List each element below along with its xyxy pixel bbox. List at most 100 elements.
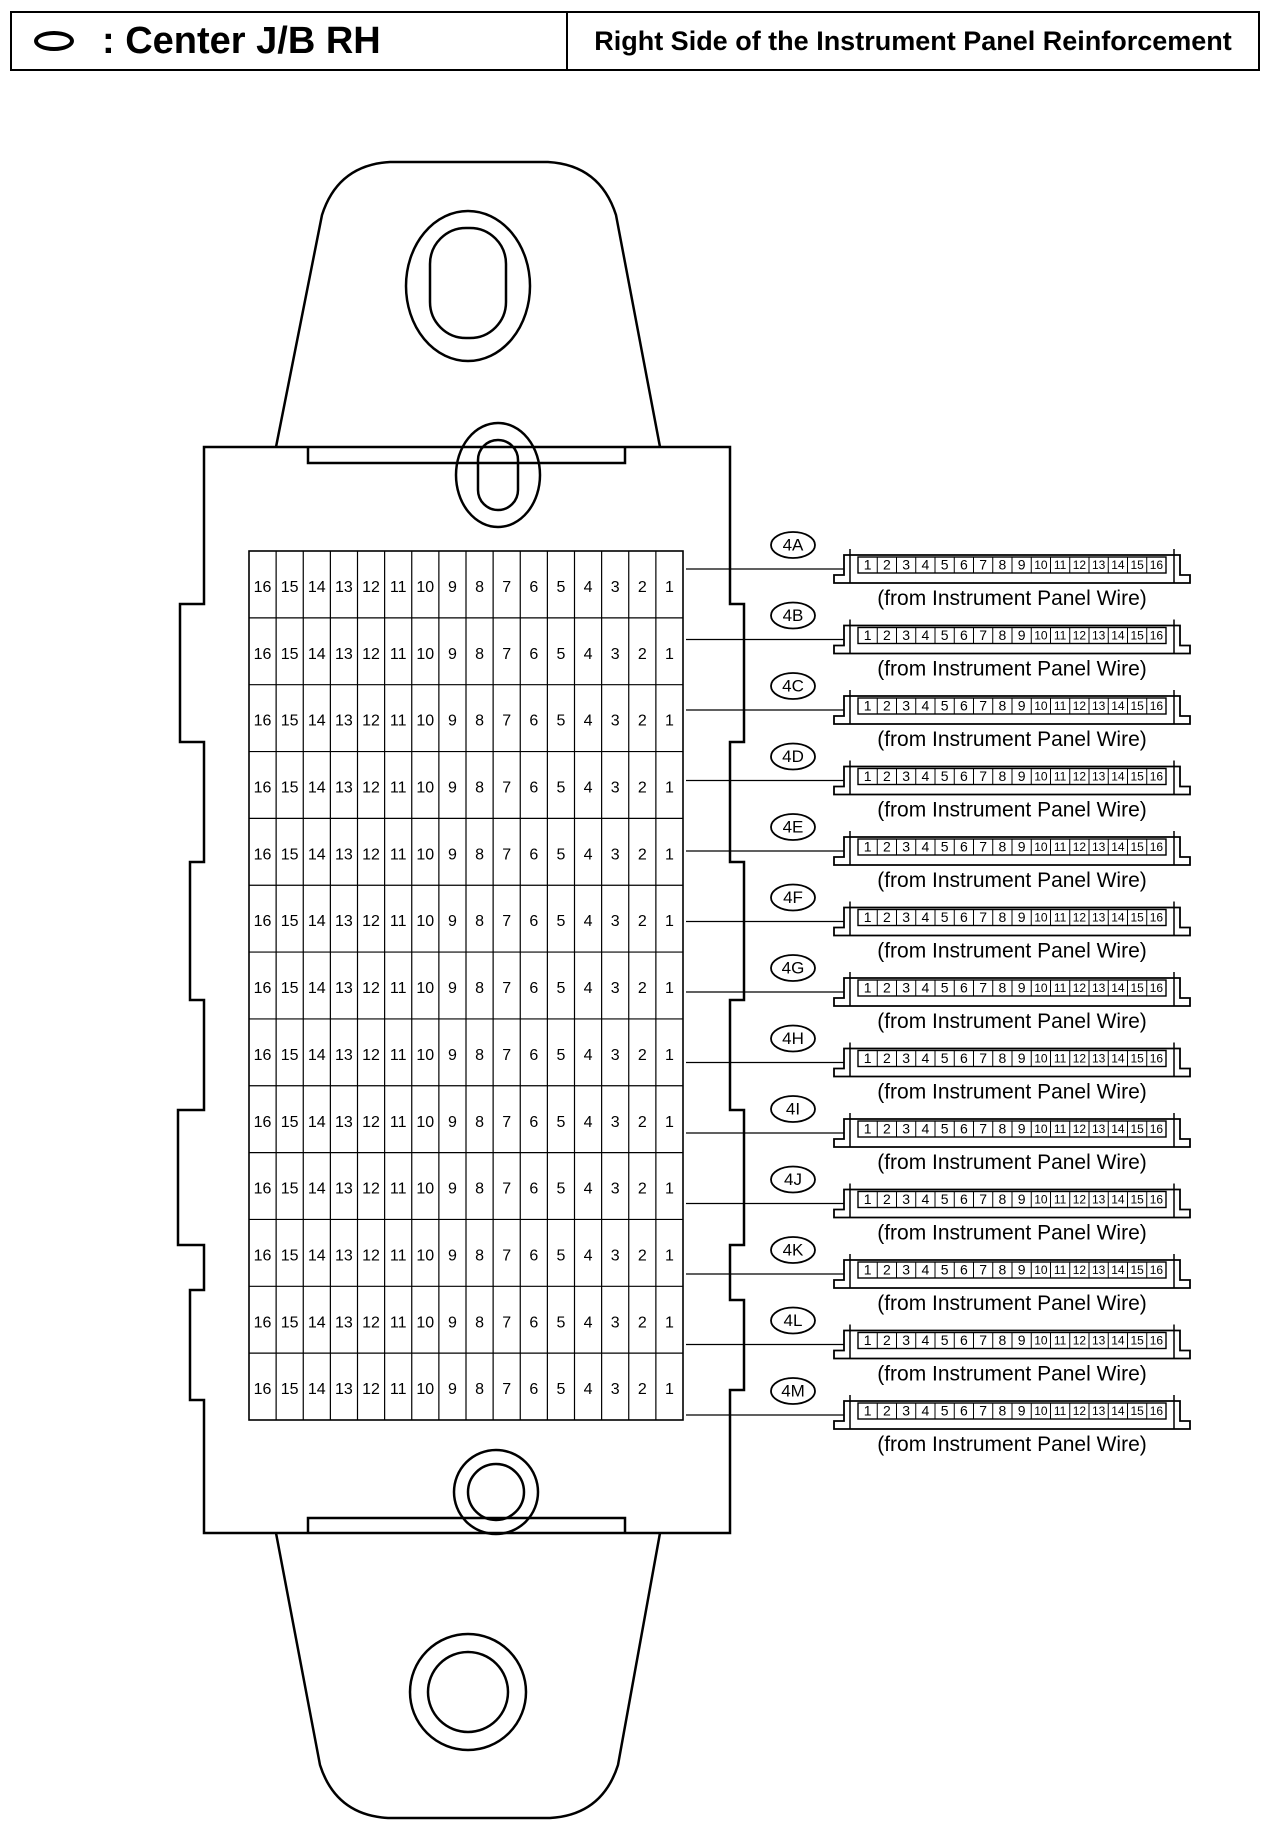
connector-pin-number: 2: [883, 980, 891, 996]
connector-source-note: (from Instrument Panel Wire): [877, 728, 1147, 751]
grid-pin-number: 8: [475, 1247, 484, 1264]
grid-pin-number: 16: [254, 713, 272, 730]
connector-pin-number: 9: [1018, 557, 1026, 573]
connector-pin-number: 4: [921, 1262, 929, 1278]
grid-pin-number: 6: [529, 1247, 538, 1264]
connector-pin-number: 8: [998, 1262, 1006, 1278]
grid-pin-number: 10: [416, 1114, 434, 1131]
connector-pin-number: 10: [1034, 629, 1048, 643]
connector-pin-number: 15: [1130, 558, 1144, 572]
connector-pin-number: 2: [883, 1262, 891, 1278]
connector-pin-number: 12: [1073, 1334, 1087, 1348]
connector-pin-number: 1: [864, 698, 872, 714]
connector-code-oval: [770, 1024, 816, 1053]
connector-pin-number: 15: [1130, 1193, 1144, 1207]
grid-pin-number: 12: [362, 1114, 380, 1131]
connector-pin-number: 9: [1018, 1332, 1026, 1348]
connector-pin-number: 16: [1150, 770, 1164, 784]
grid-pin-number: 13: [335, 913, 353, 930]
grid-pin-number: 11: [390, 1047, 407, 1064]
connector-pin-number: 8: [998, 980, 1006, 996]
connector-source-note: (from Instrument Panel Wire): [877, 1010, 1147, 1033]
connector-pin-number: 1: [864, 627, 872, 643]
connector-pin-number: 16: [1150, 1263, 1164, 1277]
connector-code-oval: [770, 742, 816, 771]
grid-pin-number: 9: [448, 1114, 457, 1131]
connector-pin-number: 11: [1054, 1052, 1067, 1066]
grid-pin-number: 7: [502, 1381, 511, 1398]
connector-pin-number: 2: [883, 557, 891, 573]
connector-pin-number: 9: [1018, 839, 1026, 855]
connector-pin-number: 11: [1054, 1404, 1067, 1418]
grid-pin-number: 8: [475, 846, 484, 863]
grid-pin-number: 16: [254, 980, 272, 997]
connector-pin-number: 11: [1054, 840, 1067, 854]
connector-pin-number: 7: [979, 1262, 987, 1278]
grid-pin-number: 16: [254, 1247, 272, 1264]
connector-pin-number: 14: [1111, 911, 1125, 925]
connector-pin-number: 1: [864, 557, 872, 573]
connector-pin-number: 15: [1130, 629, 1144, 643]
grid-pin-number: 12: [362, 1314, 380, 1331]
connector-pin-number: 11: [1054, 770, 1067, 784]
grid-pin-number: 15: [281, 1381, 299, 1398]
grid-pin-number: 3: [611, 1114, 620, 1131]
connector-pin-number: 6: [960, 1121, 968, 1137]
grid-pin-number: 11: [390, 1381, 407, 1398]
grid-pin-number: 9: [448, 1181, 457, 1198]
connector-code-oval: [770, 531, 816, 559]
connector-pin-number: 8: [998, 1121, 1006, 1137]
connector-code-oval: [770, 954, 816, 982]
grid-pin-number: 6: [529, 646, 538, 663]
grid-pin-number: 15: [281, 1247, 299, 1264]
grid-pin-number: 13: [335, 780, 353, 797]
grid-pin-number: 14: [308, 913, 326, 930]
grid-pin-number: 10: [416, 1381, 434, 1398]
grid-pin-number: 16: [254, 1114, 272, 1131]
connector-pin-number: 14: [1111, 1263, 1125, 1277]
connector-code-oval: [770, 1095, 816, 1123]
connector-pin-number: 4: [921, 839, 929, 855]
connector-pin-number: 1: [864, 1332, 872, 1348]
connector-pin-number: 11: [1054, 1263, 1067, 1277]
grid-pin-number: 10: [416, 780, 434, 797]
connector-pin-number: 13: [1092, 1404, 1106, 1418]
connector-pin-number: 14: [1111, 699, 1125, 713]
grid-pin-number: 12: [362, 1047, 380, 1064]
connector-pin-number: 4: [921, 909, 929, 925]
connector-pin-number: 16: [1150, 558, 1164, 572]
grid-pin-number: 5: [556, 1047, 565, 1064]
connector-pin-number: 13: [1092, 1193, 1106, 1207]
grid-pin-number: 13: [335, 713, 353, 730]
grid-pin-number: 16: [254, 913, 272, 930]
grid-pin-number: 3: [611, 980, 620, 997]
connector-pin-number: 9: [1018, 909, 1026, 925]
connector-pin-number: 13: [1092, 981, 1106, 995]
grid-pin-number: 8: [475, 913, 484, 930]
grid-pin-number: 10: [416, 980, 434, 997]
grid-pin-number: 12: [362, 846, 380, 863]
top-mount-slot: [428, 226, 508, 340]
connector-pin-number: 6: [960, 557, 968, 573]
grid-pin-number: 5: [556, 1314, 565, 1331]
connector-pin-number: 1: [864, 1050, 872, 1066]
connector-pin-number: 5: [941, 839, 949, 855]
connector-pin-number: 9: [1018, 1262, 1026, 1278]
grid-pin-number: 9: [448, 1047, 457, 1064]
grid-pin-number: 14: [308, 713, 326, 730]
connector-pin-number: 9: [1018, 980, 1026, 996]
grid-pin-number: 14: [308, 1047, 326, 1064]
connector-pin-number: 14: [1111, 1052, 1125, 1066]
connector-pin-number: 7: [979, 768, 987, 784]
connector-pin-number: 3: [902, 557, 910, 573]
connector-pin-number: 8: [998, 1403, 1006, 1419]
grid-pin-number: 2: [638, 780, 647, 797]
connector-pin-number: 12: [1073, 1052, 1087, 1066]
grid-pin-number: 16: [254, 646, 272, 663]
connector-pin-number: 16: [1150, 1193, 1164, 1207]
connector-pin-number: 13: [1092, 699, 1106, 713]
grid-pin-number: 2: [638, 1181, 647, 1198]
grid-pin-number: 1: [665, 1047, 674, 1064]
grid-pin-number: 6: [529, 780, 538, 797]
connector-pin-number: 2: [883, 1403, 891, 1419]
